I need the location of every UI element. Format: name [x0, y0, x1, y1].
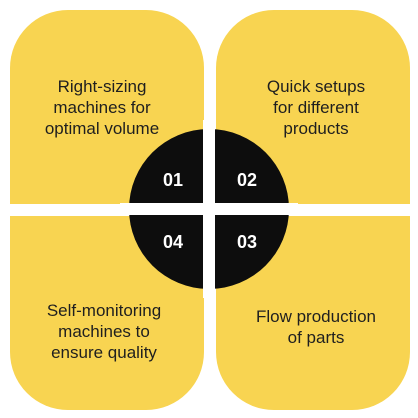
petal-label-02: Quick setups for different products	[266, 77, 366, 138]
petal-label-01: Right-sizing machines for optimal volume	[44, 77, 160, 138]
hub-divider-horizontal	[120, 203, 298, 215]
petal-label-03: Flow production of parts	[255, 307, 376, 347]
petal-label-04: Self-monitoring machines to ensure quali…	[46, 301, 162, 362]
hub-divider-vertical	[203, 120, 215, 298]
